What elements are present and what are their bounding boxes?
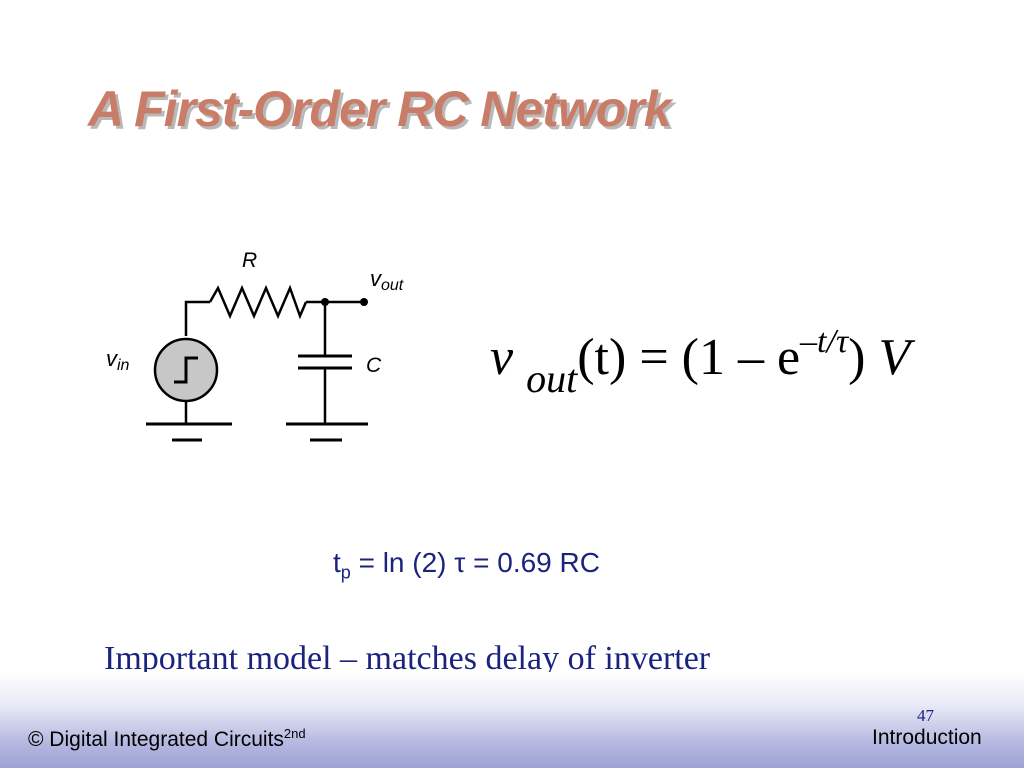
capacitor-label: C (366, 354, 382, 377)
page-number: 47 (917, 706, 934, 725)
resistor-symbol (208, 284, 308, 320)
model-statement: Important model – matches delay of inver… (104, 640, 711, 677)
input-voltage-label: vin (106, 346, 130, 374)
rc-circuit-diagram: R C vin vout (106, 249, 404, 442)
footer-band (0, 672, 1024, 768)
resistor-label: R (242, 249, 257, 272)
equation-exponent: –t/τ (800, 323, 849, 360)
equation-paren-open: (1 – e (681, 329, 801, 386)
propagation-delay-formula: tp = ln (2) τ = 0.69 RC (333, 547, 600, 584)
formula-rest: = ln (2) τ = 0.69 RC (358, 547, 600, 578)
equation-equals: = (639, 329, 669, 386)
output-voltage-main: v (370, 266, 383, 291)
input-voltage-sub: in (117, 357, 130, 374)
section-name: Introduction (872, 726, 982, 749)
equation-rhs-var: V (878, 329, 911, 386)
output-voltage-label: vout (370, 266, 404, 294)
slide-title: A First-Order RC Network (88, 81, 672, 137)
copyright-sup: 2nd (283, 726, 306, 741)
output-voltage-equation: v out(t) = (1 – e–t/τ) V (490, 318, 980, 401)
equation-lhs-arg: (t) (577, 329, 627, 386)
input-wire (184, 300, 210, 336)
output-voltage-sub: out (381, 277, 404, 294)
formula-sub: p (340, 562, 351, 583)
step-symbol-icon (174, 356, 198, 384)
equation-lhs-sub: out (526, 356, 578, 401)
formula-var: t (333, 547, 341, 578)
footer-copyright: © Digital Integrated Circuits2nd (28, 726, 306, 752)
equation-lhs-var: v (490, 329, 514, 386)
copyright-text: © Digital Integrated Circuits (28, 728, 284, 751)
output-terminal (360, 298, 368, 306)
input-voltage-main: v (106, 346, 119, 371)
equation-paren-close: ) (848, 329, 866, 386)
